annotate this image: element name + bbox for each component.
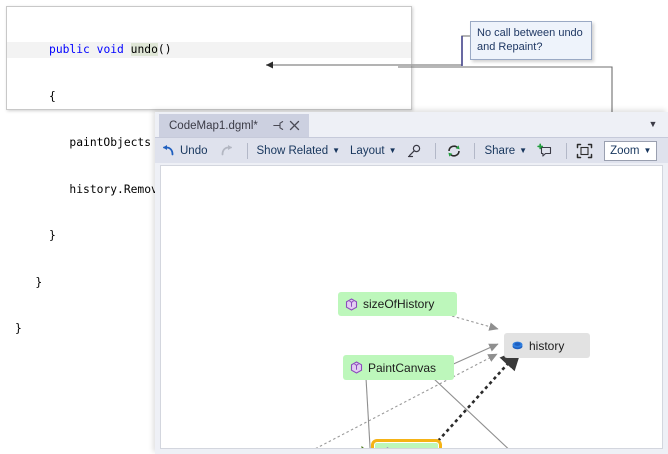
graph-node-undo[interactable]: undo <box>371 439 442 449</box>
layout-label: Layout <box>350 144 385 157</box>
codemap-canvas[interactable]: sizeOfHistory history PaintCanvas undo a <box>160 165 663 449</box>
tabstrip-overflow-chevron-down-icon[interactable]: ▼ <box>648 119 658 129</box>
fit-to-screen-button[interactable] <box>571 138 601 164</box>
undo-button[interactable]: Undo <box>155 138 213 164</box>
close-icon[interactable] <box>288 119 302 133</box>
code-line: public void undo() <box>7 42 411 58</box>
method-hexagon-icon <box>350 361 363 374</box>
zoom-label: Zoom <box>610 144 640 157</box>
undo-label: Undo <box>180 144 208 157</box>
code-line: { <box>15 89 56 103</box>
graph-node-history[interactable]: history <box>504 333 590 358</box>
chevron-down-icon: ▼ <box>332 145 341 155</box>
toolbar-separator <box>474 142 476 159</box>
code-line: } <box>15 229 56 242</box>
toolbar-separator <box>435 142 437 159</box>
chevron-down-icon: ▼ <box>519 145 528 155</box>
graph-node-PaintCanvas[interactable]: PaintCanvas <box>343 355 454 380</box>
pin-icon[interactable] <box>272 119 286 133</box>
method-hexagon-icon <box>381 447 394 448</box>
chevron-down-icon: ▼ <box>643 145 652 155</box>
add-comment-icon <box>537 142 554 159</box>
field-cube-icon <box>511 339 524 352</box>
graph-node-label: PaintCanvas <box>368 360 437 375</box>
refresh-button[interactable] <box>440 138 470 164</box>
green-right-arrow-icon <box>361 445 364 448</box>
filter-search-icon <box>406 142 423 159</box>
add-comment-button[interactable] <box>532 138 562 164</box>
graph-node-label: history <box>529 338 565 353</box>
graph-edges <box>315 315 523 448</box>
undo-arrow-icon <box>160 142 177 159</box>
chevron-down-icon: ▼ <box>388 145 397 155</box>
redo-button[interactable] <box>213 138 243 164</box>
redo-arrow-icon <box>218 142 235 159</box>
codemap-window: CodeMap1.dgml* ▼ Undo Show Related <box>155 112 668 454</box>
refresh-icon <box>445 142 462 159</box>
graph-node-label: undo <box>399 447 426 449</box>
method-hexagon-icon <box>345 297 358 311</box>
code-line: } <box>15 322 22 335</box>
toolbar-separator <box>566 142 568 159</box>
share-label: Share <box>484 144 516 157</box>
graph-node-sizeOfHistory[interactable]: sizeOfHistory <box>338 292 457 316</box>
codemap-toolbar: Undo Show Related ▼ Layout ▼ <box>155 137 668 163</box>
show-related-menu[interactable]: Show Related ▼ <box>252 138 346 164</box>
tab-strip: CodeMap1.dgml* ▼ <box>155 112 668 137</box>
tab-title: CodeMap1.dgml* <box>169 119 258 132</box>
tab-codemap1-dgml[interactable]: CodeMap1.dgml* <box>159 114 309 137</box>
zoom-dropdown[interactable]: Zoom ▼ <box>604 140 658 161</box>
fit-to-screen-icon <box>576 142 593 159</box>
toolbar-separator <box>246 142 248 159</box>
graph-node-label: sizeOfHistory <box>363 297 435 311</box>
annotation-callout: No call between undo and Repaint? <box>470 21 592 60</box>
code-editor[interactable]: public void undo() { paintObjects = hist… <box>6 6 412 335</box>
code-line: } <box>15 275 43 289</box>
share-menu[interactable]: Share ▼ <box>479 138 532 164</box>
show-related-label: Show Related <box>256 144 329 157</box>
layout-menu[interactable]: Layout ▼ <box>345 138 401 164</box>
filter-button[interactable] <box>401 138 431 164</box>
